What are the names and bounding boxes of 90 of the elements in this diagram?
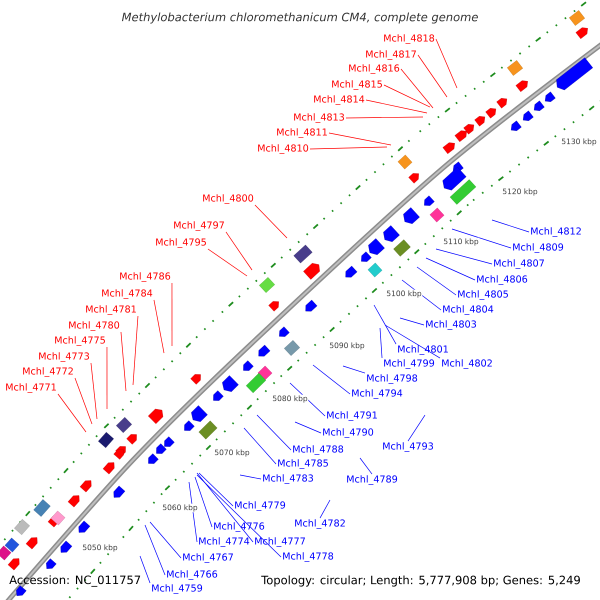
gene-label: Mchl_4806: [477, 275, 528, 285]
gene-label: Mchl_4805: [458, 290, 508, 300]
gene-label: Mchl_4781: [86, 305, 136, 315]
gene-label: Mchl_4786: [120, 272, 170, 282]
gene-label: Mchl_4804: [443, 305, 494, 315]
title: Methylobacterium chloromethanicum CM4, complete genome: [122, 12, 478, 24]
leader-line: [294, 422, 322, 434]
leader-line: [196, 472, 254, 542]
leader-line: [188, 482, 198, 542]
leader-line: [400, 318, 424, 326]
leader-line: [366, 100, 428, 114]
leader-line: [132, 316, 138, 386]
gene-label: Mchl_4793: [383, 442, 433, 452]
leader-line: [198, 472, 234, 506]
gene-label: Mchl_4779: [235, 501, 286, 511]
leader-line: [346, 116, 424, 118]
leader-line: [426, 258, 476, 280]
leader-line: [154, 300, 164, 354]
leader-line: [360, 458, 372, 474]
leader-line: [194, 476, 212, 528]
leader-line: [120, 332, 126, 392]
leader-line: [106, 346, 108, 410]
gene-label: Mchl_4780: [69, 321, 120, 331]
leader-line: [436, 38, 458, 88]
leader-line: [140, 556, 150, 584]
leader-line: [380, 328, 382, 358]
gene-label: Mchl_4807: [494, 259, 544, 269]
leader-line: [196, 474, 282, 558]
leader-line: [208, 248, 248, 276]
leader-line: [240, 474, 262, 480]
leader-line: [312, 364, 350, 394]
leader-line: [226, 232, 252, 270]
info-text: Accession: NC_011757: [9, 575, 140, 587]
gene-label: Mchl_4815: [332, 80, 382, 90]
gene-label: Mchl_4773: [39, 352, 89, 362]
gene-label: Mchl_4759: [152, 584, 202, 594]
leader-line: [492, 220, 530, 232]
gene-label: Mchl_4790: [323, 428, 374, 438]
gene-label: Mchl_4789: [347, 475, 398, 485]
gene-label: Mchl_4791: [327, 411, 377, 421]
leader-line: [328, 132, 392, 146]
gene-label: Mchl_4775: [55, 336, 105, 346]
gene-label: Mchl_4798: [367, 374, 418, 384]
leader-line: [400, 68, 434, 108]
leader-line: [408, 414, 426, 442]
gene-label: Mchl_4784: [102, 289, 152, 299]
gene-label: Mchl_4810: [258, 144, 308, 154]
gene-label: Mchl_4771: [6, 383, 56, 393]
leader-line: [144, 524, 166, 576]
gene-label: Mchl_4766: [167, 570, 218, 580]
gene-label: Mchl_4800: [203, 194, 254, 204]
gene-label: Mchl_4778: [283, 552, 334, 562]
gene-label: Mchl_4803: [426, 320, 476, 330]
leader-line: [418, 54, 448, 98]
gene-label: Mchl_4802: [442, 359, 492, 369]
leader-line: [416, 266, 456, 296]
gene-label: Mchl_4783: [263, 474, 313, 484]
gene-label: Mchl_4788: [293, 445, 344, 455]
leader-line: [452, 228, 512, 248]
gene-label: Mchl_4797: [174, 221, 224, 231]
leader-line: [254, 204, 288, 238]
gene-label: Mchl_4794: [352, 389, 402, 399]
leader-line: [310, 146, 388, 150]
gene-label: Mchl_4818: [384, 34, 434, 44]
gene-label: Mchl_4812: [531, 227, 581, 237]
leader-line: [244, 428, 276, 464]
leader-line: [58, 394, 86, 432]
leader-line: [150, 522, 182, 558]
info-text: Topology: circular; Length: 5,777,908 bp; Genes: 5,249: [261, 575, 580, 587]
gene-label: Mchl_4816: [349, 64, 400, 74]
gene-label: Mchl_4809: [513, 243, 564, 253]
leader-line: [320, 500, 330, 518]
gene-label: Mchl_4772: [23, 367, 73, 377]
gene-label: Mchl_4811: [277, 128, 327, 138]
gene-label: Mchl_4817: [366, 50, 416, 60]
gene-label: Mchl_4814: [314, 95, 364, 105]
leader-line: [436, 248, 492, 264]
gene-label: Mchl_4767: [183, 553, 233, 563]
gene-label: Mchl_4782: [295, 519, 345, 529]
leader-line: [90, 362, 98, 420]
leader-line: [384, 84, 430, 108]
gene-label: Mchl_4774: [199, 537, 250, 547]
leader-line: [342, 366, 366, 374]
gene-label: Mchl_4795: [156, 238, 206, 248]
gene-label: Mchl_4799: [384, 359, 434, 369]
leader-line: [74, 378, 92, 424]
gene-label: Mchl_4785: [278, 459, 328, 469]
leader-line: [374, 304, 396, 344]
leader-line: [256, 414, 292, 450]
gene-label: Mchl_4813: [294, 113, 344, 123]
